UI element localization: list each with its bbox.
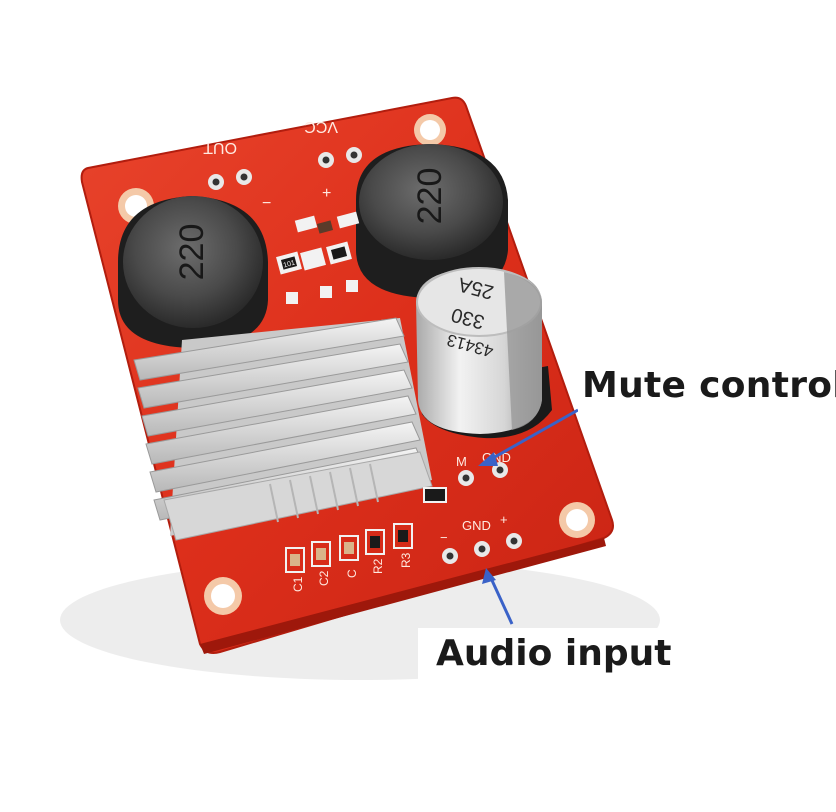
pin-label-gnd-bottom: GND [462,518,491,533]
inductor-right-marking: 220 [411,168,449,225]
smd-resistor-code: 101 [283,260,296,270]
inductor-left: 220 [118,196,268,348]
label-r3: R3 [399,552,413,568]
pcb-edge [200,538,606,654]
mute-arrow [478,408,579,466]
label-c1: C1 [291,576,305,592]
mute-resistor [423,487,447,503]
label-c: C [345,569,359,578]
smd-components: 101 [276,211,360,304]
audio-input-label: Audio input [418,628,690,682]
pin-label-m: M [456,454,467,469]
audio-input-pins [442,533,522,564]
pin-label-minus-bottom: − [440,530,448,545]
out-pads [208,169,252,190]
mounting-hole-bottom-right [559,502,595,538]
mounting-hole-top-right [414,114,446,146]
silkscreen-plus: + [322,185,331,202]
label-c2: C2 [317,570,331,586]
mute-control-label: Mute control [578,352,836,418]
silkscreen-minus: − [262,195,271,212]
silkscreen-out: OUT [203,139,237,156]
silkscreen-vcc: VCC [304,118,338,135]
inductor-left-marking: 220 [173,224,211,281]
electrolytic-capacitor: 25A 330 43413 [416,267,552,439]
heatsink [133,317,433,541]
smd-row-bottom [285,523,413,573]
smd-row-labels: C1 C2 C R2 R3 [291,552,413,592]
audio-arrow [482,568,514,625]
pin-label-plus-bottom: + [500,512,508,527]
mounting-hole-bottom-left [204,577,242,615]
vcc-pads [318,147,362,168]
label-r2: R2 [371,558,385,574]
inductor-right: 220 [356,144,508,298]
